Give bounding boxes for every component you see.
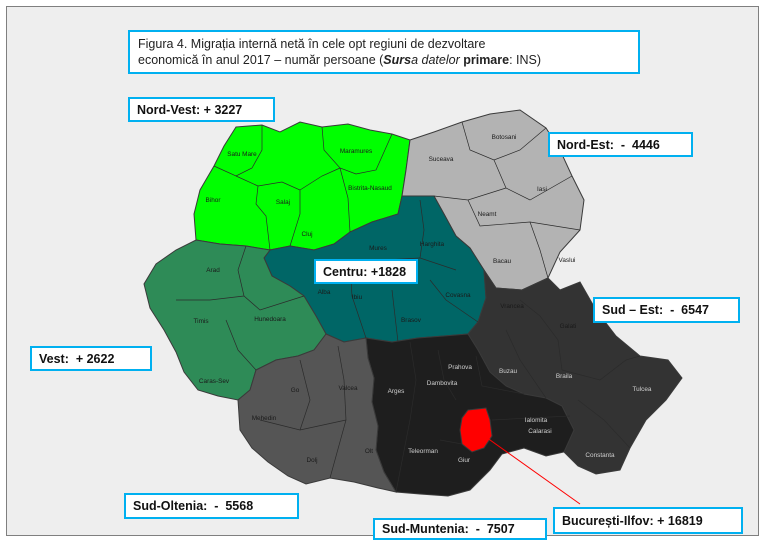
- county-label-arges: Arges: [388, 388, 405, 395]
- county-label-tulcea: Tulcea: [633, 386, 652, 393]
- caption-line-1: Figura 4. Migrația internă netă în cele …: [138, 37, 486, 51]
- county-label-bihor: Bihor: [206, 197, 222, 204]
- county-label-dolj: Dolj: [306, 457, 317, 464]
- callout-nord-est: Nord-Est: - 4446: [548, 132, 693, 157]
- county-label-mures: Mures: [369, 245, 387, 252]
- county-label-iasi: Iasi: [537, 186, 547, 193]
- caption-suffix: : INS): [509, 53, 542, 67]
- caption-source-italic-2: a datelor: [411, 53, 460, 67]
- county-label-braila: Braila: [556, 373, 573, 380]
- county-label-constanta: Constanta: [585, 452, 615, 459]
- county-label-vaslui: Vaslui: [559, 257, 576, 264]
- county-label-cluj: Cluj: [301, 231, 312, 238]
- county-label-olt: Olt: [365, 448, 373, 455]
- county-label-dambovita: Dambovita: [427, 380, 458, 387]
- county-label-salaj: Salaj: [276, 199, 290, 206]
- county-label-gorj: Go: [291, 387, 300, 394]
- county-label-valcea: Valcea: [338, 385, 358, 392]
- county-borders: [176, 121, 641, 493]
- caption-source-italic-1: Surs: [383, 53, 412, 67]
- county-label-neamt: Neamt: [478, 211, 497, 218]
- county-label-bacau: Bacau: [493, 258, 512, 265]
- county-label-harghita: Harghita: [420, 241, 445, 248]
- county-label-alba: Alba: [318, 289, 331, 296]
- callout-sud-muntenia: Sud-Muntenia: - 7507: [373, 518, 547, 540]
- county-label-arad: Arad: [206, 267, 220, 274]
- county-labels: Satu Mare Maramures Bistrita-Nasaud Biho…: [193, 134, 651, 464]
- callout-sud-est: Sud – Est: - 6547: [593, 297, 740, 323]
- caption-prefix: economică în anul 2017 – număr persoane …: [138, 53, 384, 67]
- county-label-hunedoara: Hunedoara: [254, 316, 286, 323]
- caption-source-bold: primare: [459, 53, 510, 67]
- county-label-bistrita: Bistrita-Nasaud: [348, 185, 392, 192]
- callout-bucuresti-ilfov: București-Ilfov: + 16819: [553, 507, 743, 534]
- callout-nord-vest: Nord-Vest: + 3227: [128, 97, 275, 122]
- county-label-botosani: Botosani: [492, 134, 517, 141]
- county-label-teleorman: Teleorman: [408, 448, 438, 455]
- figure-caption: Figura 4. Migrația internă netă în cele …: [128, 30, 640, 74]
- county-label-suceava: Suceava: [429, 156, 454, 163]
- county-label-vrancea: Vrancea: [500, 303, 524, 310]
- bucuresti-connector-line: [475, 429, 581, 505]
- county-label-sibiu: Ibiu: [352, 294, 363, 301]
- county-label-satu-mare: Satu Mare: [227, 151, 257, 158]
- county-label-brasov: Brasov: [401, 317, 422, 324]
- county-label-galati: Galati: [560, 323, 577, 330]
- county-label-calarasi: Calarasi: [528, 428, 551, 435]
- callout-sud-oltenia: Sud-Oltenia: - 5568: [124, 493, 299, 519]
- callout-vest: Vest: + 2622: [30, 346, 152, 371]
- county-label-timis: Timis: [193, 318, 208, 325]
- county-label-covasna: Covasna: [445, 292, 471, 299]
- callout-centru: Centru: +1828: [314, 259, 418, 284]
- county-label-mehedinti: Mehedin: [252, 415, 277, 422]
- county-label-giurgiu: Giur: [458, 457, 471, 464]
- county-label-maramures: Maramures: [340, 148, 372, 155]
- county-label-caras: Caras-Sev: [199, 378, 230, 385]
- county-label-prahova: Prahova: [448, 364, 472, 371]
- county-label-ialomita: Ialomita: [525, 417, 548, 424]
- county-label-buzau: Buzau: [499, 368, 518, 375]
- caption-line-2: economică în anul 2017 – număr persoane …: [138, 52, 630, 68]
